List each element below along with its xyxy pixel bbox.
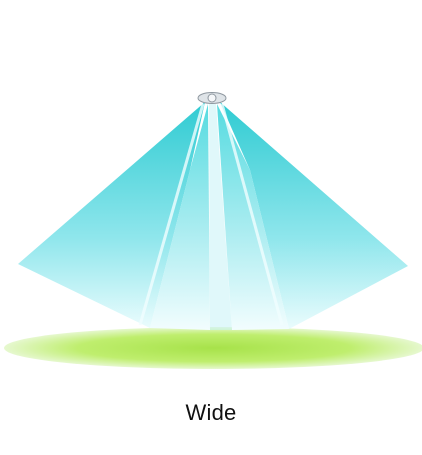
ceiling-light-fixture-icon [198,93,226,104]
caption-label: Wide [0,400,422,426]
ground-ellipse [4,327,422,369]
